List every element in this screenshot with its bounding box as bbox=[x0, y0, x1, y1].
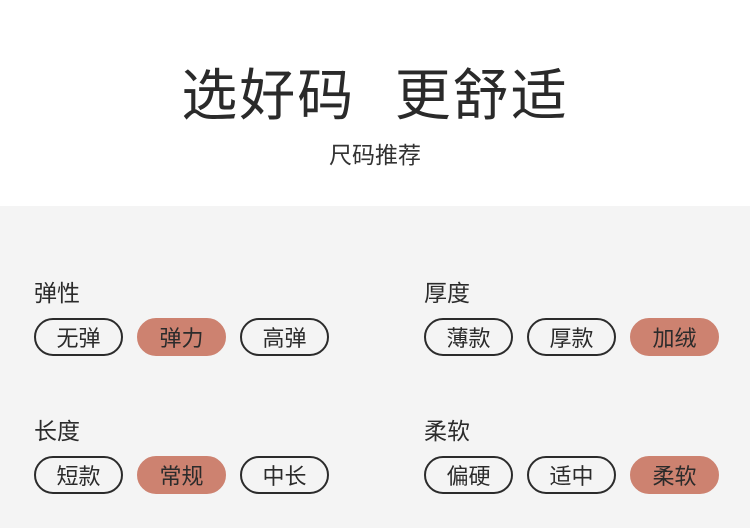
group-label: 长度 bbox=[34, 419, 80, 445]
option-chip[interactable]: 无弹 bbox=[34, 318, 123, 356]
header: 选好码 更舒适 尺码推荐 bbox=[0, 0, 750, 206]
option-chip[interactable]: 中长 bbox=[240, 456, 329, 494]
option-chip[interactable]: 加绒 bbox=[630, 318, 719, 356]
option-chip[interactable]: 高弹 bbox=[240, 318, 329, 356]
page-subtitle: 尺码推荐 bbox=[329, 143, 421, 169]
option-chip[interactable]: 薄款 bbox=[424, 318, 513, 356]
group-label: 弹性 bbox=[34, 281, 80, 307]
option-list: 薄款 厚款 加绒 bbox=[424, 318, 719, 356]
size-guide-panel: 弹性 无弹 弹力 高弹 厚度 薄款 厚款 加绒 长度 短款 常规 中长 柔软 偏… bbox=[0, 206, 750, 528]
option-chip[interactable]: 弹力 bbox=[137, 318, 226, 356]
option-chip[interactable]: 厚款 bbox=[527, 318, 616, 356]
option-list: 无弹 弹力 高弹 bbox=[34, 318, 329, 356]
option-list: 短款 常规 中长 bbox=[34, 456, 329, 494]
option-list: 偏硬 适中 柔软 bbox=[424, 456, 719, 494]
group-label: 柔软 bbox=[424, 419, 470, 445]
option-chip[interactable]: 适中 bbox=[527, 456, 616, 494]
group-label: 厚度 bbox=[424, 281, 470, 307]
option-chip[interactable]: 常规 bbox=[137, 456, 226, 494]
page-title: 选好码 更舒适 bbox=[181, 64, 569, 129]
option-chip[interactable]: 柔软 bbox=[630, 456, 719, 494]
option-chip[interactable]: 短款 bbox=[34, 456, 123, 494]
option-chip[interactable]: 偏硬 bbox=[424, 456, 513, 494]
